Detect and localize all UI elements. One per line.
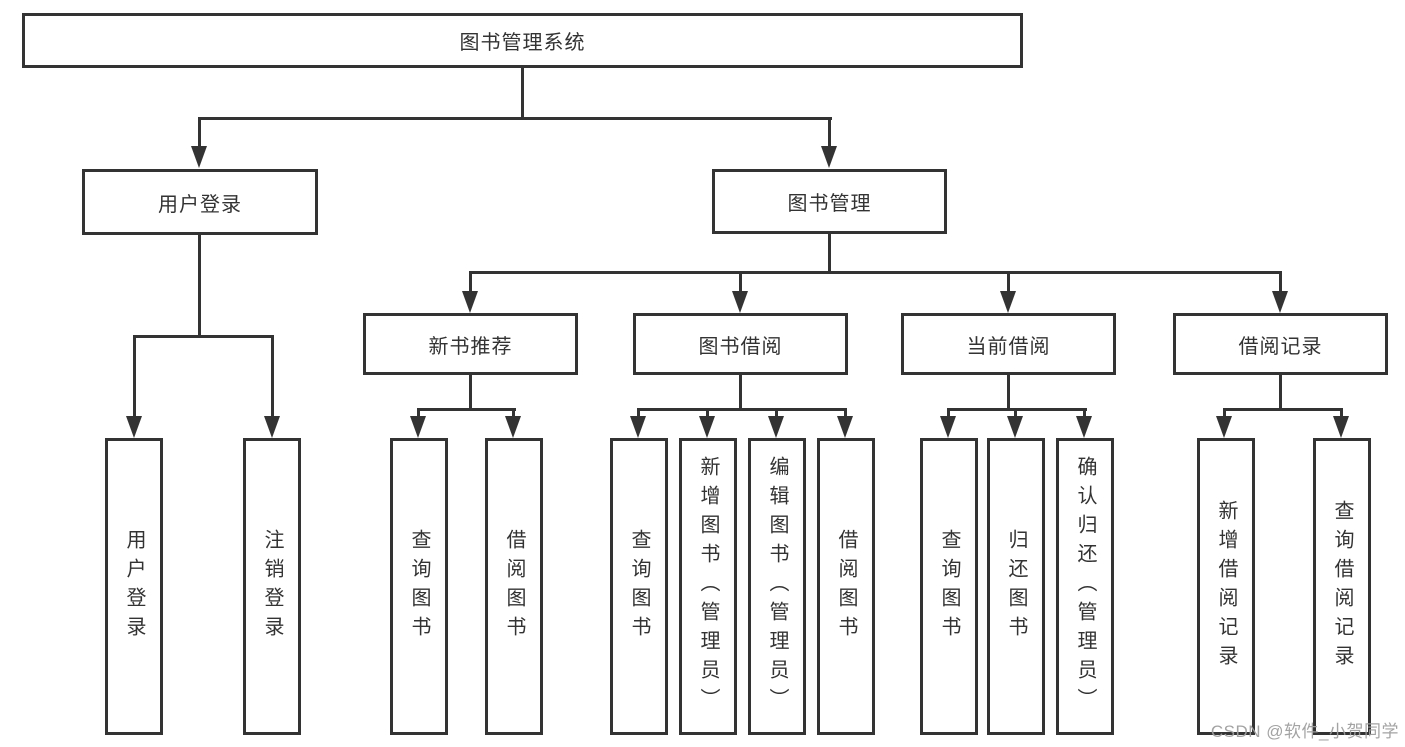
node-root: 图书管理系统 xyxy=(22,13,1023,68)
node-borrowing-records-label: 借阅记录 xyxy=(1238,335,1323,358)
leaf-query-borrow-record: 查询借阅记录 xyxy=(1313,438,1371,735)
arrow-head-borrow-books-1 xyxy=(505,416,521,438)
arrow-head-query-books-2 xyxy=(630,416,646,438)
leaf-query-books-3-label: 查询图书 xyxy=(938,528,960,645)
leaf-edit-books-admin-label: 编辑图书（管理员） xyxy=(766,456,788,717)
node-book-borrowing: 图书借阅 xyxy=(633,313,848,375)
arrow-head-borrow-books-2 xyxy=(837,416,853,438)
arrow-stem-new-book-recommend xyxy=(469,271,472,293)
arrow-stem-confirm-return xyxy=(1083,408,1086,418)
node-borrowing-records: 借阅记录 xyxy=(1173,313,1388,375)
node-user-login-label: 用户登录 xyxy=(158,193,242,216)
arrow-head-query-borrow-record xyxy=(1333,416,1349,438)
leaf-borrow-books-1-label: 借阅图书 xyxy=(503,528,525,645)
leaf-query-books-2-label: 查询图书 xyxy=(628,528,650,645)
arrow-head-user-login xyxy=(191,146,207,168)
arrow-stem-add-borrow-record xyxy=(1223,408,1226,418)
connector-new-book-recommend-horizontal xyxy=(417,408,516,411)
connector-borrowing-records-horizontal xyxy=(1223,408,1343,411)
arrow-head-return-books xyxy=(1007,416,1023,438)
arrow-head-borrowing-records xyxy=(1272,291,1288,313)
arrow-stem-edit-books xyxy=(775,408,778,418)
connector-user-login-stub xyxy=(198,235,201,335)
arrow-stem-borrow-books-2 xyxy=(844,408,847,418)
connector-borrowing-records-stub xyxy=(1279,375,1282,408)
node-current-borrowing-label: 当前借阅 xyxy=(966,335,1051,358)
arrow-head-leaf-logout xyxy=(264,416,280,438)
leaf-query-books-3: 查询图书 xyxy=(920,438,978,735)
arrow-head-current-borrowing xyxy=(1000,291,1016,313)
connector-book-management-stub xyxy=(828,234,831,271)
csdn-watermark: CSDN @软件_小贺同学 xyxy=(1210,722,1399,741)
leaf-user-login: 用户登录 xyxy=(105,438,163,735)
connector-book-management-horizontal xyxy=(469,271,1282,274)
leaf-user-login-label: 用户登录 xyxy=(123,528,145,645)
node-book-management-label: 图书管理 xyxy=(787,193,872,215)
arrow-head-add-books xyxy=(699,416,715,438)
arrow-stem-query-books-1 xyxy=(417,408,420,418)
arrow-stem-leaf-logout xyxy=(271,335,274,417)
connector-current-borrowing-horizontal xyxy=(947,408,1087,411)
leaf-logout-login: 注销登录 xyxy=(243,438,301,735)
leaf-borrow-books-2-label: 借阅图书 xyxy=(835,528,857,645)
arrow-head-add-borrow-record xyxy=(1216,416,1232,438)
arrow-stem-user-login xyxy=(198,117,201,147)
node-book-management: 图书管理 xyxy=(712,169,947,234)
arrow-head-query-books-3 xyxy=(940,416,956,438)
node-current-borrowing: 当前借阅 xyxy=(901,313,1116,375)
leaf-return-books-label: 归还图书 xyxy=(1005,528,1027,645)
arrow-stem-leaf-user-login xyxy=(133,335,136,417)
arrow-stem-return-books xyxy=(1014,408,1017,418)
arrow-head-confirm-return xyxy=(1076,416,1092,438)
node-root-label: 图书管理系统 xyxy=(459,32,586,54)
connector-current-borrowing-stub xyxy=(1007,375,1010,408)
arrow-head-edit-books xyxy=(768,416,784,438)
node-book-borrowing-label: 图书借阅 xyxy=(698,335,783,358)
arrow-stem-book-management xyxy=(828,117,831,147)
connector-root-horizontal xyxy=(198,117,832,120)
leaf-query-books-2: 查询图书 xyxy=(610,438,668,735)
arrow-stem-book-borrowing xyxy=(739,271,742,293)
arrow-stem-query-books-2 xyxy=(637,408,640,418)
arrow-stem-add-books xyxy=(706,408,709,418)
leaf-query-books-1-label: 查询图书 xyxy=(408,528,430,645)
arrow-stem-current-borrowing xyxy=(1007,271,1010,293)
leaf-add-borrow-record: 新增借阅记录 xyxy=(1197,438,1255,735)
leaf-borrow-books-1: 借阅图书 xyxy=(485,438,543,735)
arrow-head-new-book-recommend xyxy=(462,291,478,313)
leaf-add-borrow-record-label: 新增借阅记录 xyxy=(1215,499,1237,674)
arrow-stem-query-books-3 xyxy=(947,408,950,418)
connector-user-login-horizontal xyxy=(133,335,274,338)
connector-book-borrowing-stub xyxy=(739,375,742,408)
leaf-query-books-1: 查询图书 xyxy=(390,438,448,735)
arrow-stem-borrow-books-1 xyxy=(512,408,515,418)
leaf-confirm-return-admin: 确认归还（管理员） xyxy=(1056,438,1114,735)
arrow-stem-query-borrow-record xyxy=(1340,408,1343,418)
leaf-logout-login-label: 注销登录 xyxy=(261,528,283,645)
arrow-stem-borrowing-records xyxy=(1279,271,1282,293)
leaf-confirm-return-admin-label: 确认归还（管理员） xyxy=(1074,456,1096,717)
node-new-book-recommend: 新书推荐 xyxy=(363,313,578,375)
connector-book-borrowing-horizontal xyxy=(637,408,847,411)
arrow-head-book-borrowing xyxy=(732,291,748,313)
leaf-add-books-admin: 新增图书（管理员） xyxy=(679,438,737,735)
leaf-add-books-admin-label: 新增图书（管理员） xyxy=(697,456,719,717)
arrow-head-query-books-1 xyxy=(410,416,426,438)
node-user-login: 用户登录 xyxy=(82,169,318,235)
arrow-head-leaf-user-login xyxy=(126,416,142,438)
arrow-head-book-management xyxy=(821,146,837,168)
leaf-borrow-books-2: 借阅图书 xyxy=(817,438,875,735)
leaf-return-books: 归还图书 xyxy=(987,438,1045,735)
connector-new-book-recommend-stub xyxy=(469,375,472,408)
node-new-book-recommend-label: 新书推荐 xyxy=(428,335,513,358)
leaf-edit-books-admin: 编辑图书（管理员） xyxy=(748,438,806,735)
leaf-query-borrow-record-label: 查询借阅记录 xyxy=(1331,499,1353,674)
connector-root-stub xyxy=(521,68,524,117)
